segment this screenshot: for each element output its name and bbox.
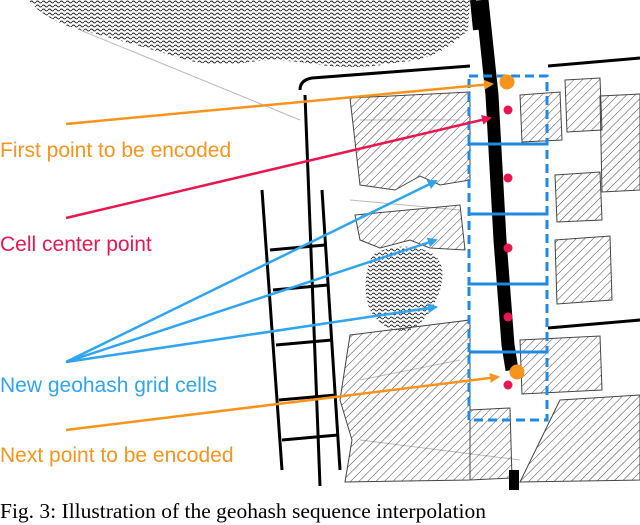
- arrow-first-point: [65, 79, 494, 126]
- cell-center-point: [503, 380, 513, 390]
- first-point-label: First point to be encoded: [0, 139, 232, 162]
- next-point-label: Next point to be encoded: [0, 444, 234, 467]
- geohash-cell-1: [467, 74, 549, 146]
- cell-center-point: [503, 312, 513, 322]
- water-area-top: [28, 0, 470, 67]
- railway: [260, 189, 342, 471]
- arrow-next-point: [65, 373, 500, 432]
- arrows-new-cells: [65, 179, 438, 364]
- main-road-top: [470, 0, 479, 31]
- geohash-cell-3: [467, 212, 549, 286]
- geohash-interpolation-figure: [28, 0, 640, 490]
- geohash-grid: [467, 74, 549, 422]
- cell-center-label: Cell center point: [0, 233, 152, 256]
- cell-center-point: [503, 243, 513, 253]
- cell-centers: [503, 105, 513, 390]
- buildings: [339, 77, 640, 483]
- first-point-marker: [499, 74, 515, 90]
- main-road-tail: [509, 470, 519, 490]
- cell-center-point: [503, 173, 513, 183]
- road-outline-bottom: [547, 318, 640, 330]
- arrow-new-cell: [65, 303, 438, 364]
- next-point-marker: [509, 364, 525, 380]
- arrow-cell-center: [65, 114, 492, 220]
- geohash-cell-2: [467, 142, 549, 216]
- geohash-cell-4: [467, 282, 549, 354]
- arrow-new-cell: [65, 179, 438, 364]
- geohash-cell-5: [467, 350, 549, 422]
- arrow-new-cell: [65, 237, 438, 364]
- new-cells-label: New geohash grid cells: [0, 374, 218, 397]
- figure-caption: Fig. 3: Illustration of the geohash sequ…: [0, 499, 487, 523]
- cell-center-point: [503, 105, 513, 115]
